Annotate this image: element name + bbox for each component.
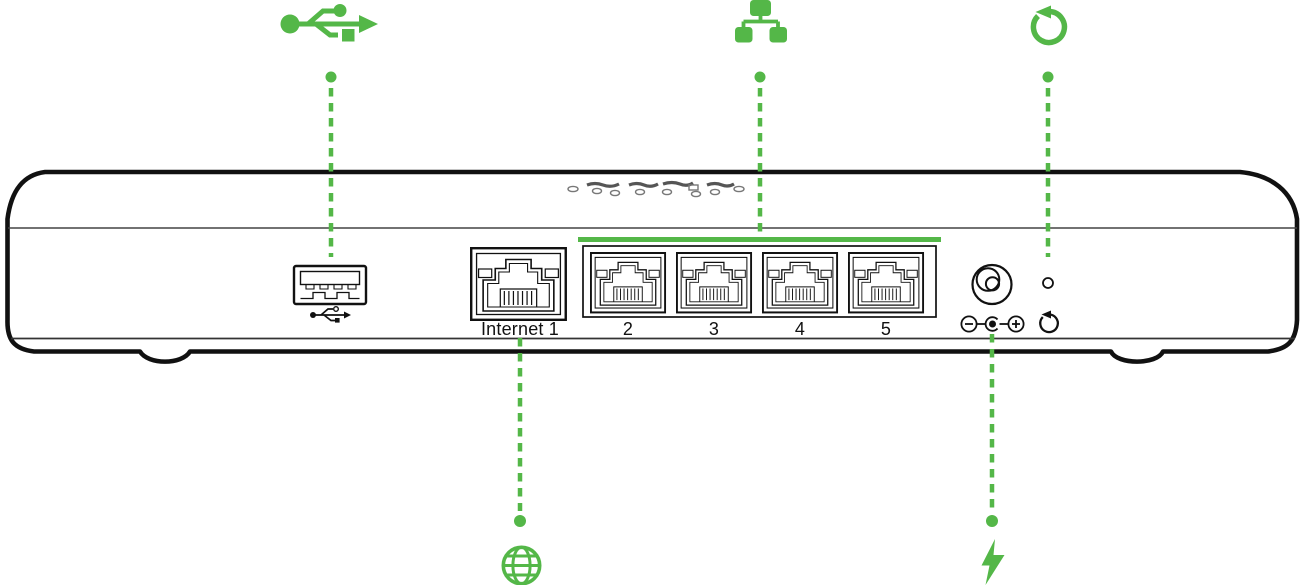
usb-callout-line: [325, 71, 337, 257]
factory-reset-icon: [1030, 5, 1068, 46]
lan-tree-icon: [735, 0, 787, 43]
reset-callout-line: [1042, 71, 1054, 257]
usb-symbol: [310, 306, 351, 323]
dc-polarity-symbol: [960, 315, 1025, 333]
lan-callout-line: [578, 71, 941, 242]
lan-port-2-label: 2: [622, 319, 634, 339]
usb-port: [292, 264, 368, 306]
lan-port-group: [582, 245, 937, 318]
usb-icon: [280, 4, 378, 42]
internet-callout-line: [514, 338, 526, 527]
lan-port-5-label: 5: [880, 319, 892, 339]
power-bolt-icon: [981, 539, 1005, 585]
reset-pinhole: [1042, 277, 1054, 289]
lan-port-3-label: 3: [708, 319, 720, 339]
reset-symbol: [1039, 310, 1059, 334]
lan-port-4-label: 4: [794, 319, 806, 339]
power-jack: [971, 263, 1013, 306]
vent-logo-perforation: [567, 180, 745, 198]
internet-globe-icon: [501, 545, 542, 585]
internet-port-label: Internet 1: [480, 319, 560, 339]
power-callout-line: [986, 334, 998, 527]
